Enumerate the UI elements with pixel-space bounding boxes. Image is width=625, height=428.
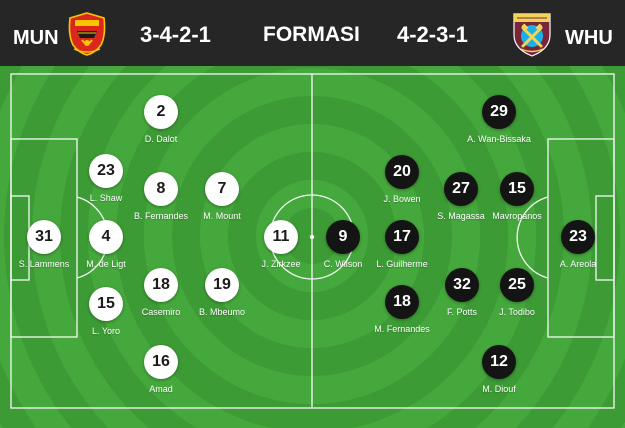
player-number: 20 <box>385 155 419 189</box>
away-player-areola[interactable]: 23 A. Areola <box>533 220 623 270</box>
player-number: 11 <box>264 220 298 254</box>
away-player-wilson[interactable]: 9 C. Wilson <box>298 220 388 270</box>
pitch-lines <box>10 73 615 409</box>
player-name: L. Shaw <box>89 193 123 203</box>
player-name: B. Mbeumo <box>198 307 246 317</box>
player-number: 18 <box>385 285 419 319</box>
formation-title: FORMASI <box>263 23 360 46</box>
player-number: 4 <box>89 220 123 254</box>
player-name: A. Areola <box>559 259 597 269</box>
football-pitch: 2 D. Dalot 23 L. Shaw 8 B. Fernandes 7 M… <box>0 66 625 428</box>
home-player-amad[interactable]: 16 Amad <box>116 345 206 395</box>
home-formation: 3-4-2-1 <box>140 22 211 47</box>
player-number: 29 <box>482 95 516 129</box>
player-name: Mavropanos <box>492 211 542 221</box>
player-number: 31 <box>27 220 61 254</box>
player-number: 18 <box>144 268 178 302</box>
player-name: L. Guilherme <box>376 259 428 269</box>
player-number: 15 <box>500 172 534 206</box>
player-number: 2 <box>144 95 178 129</box>
home-player-shaw[interactable]: 23 L. Shaw <box>61 154 151 204</box>
away-player-mavropanos[interactable]: 15 Mavropanos <box>472 172 562 222</box>
home-player-dalot[interactable]: 2 D. Dalot <box>116 95 206 145</box>
player-name: M. Diouf <box>482 384 516 394</box>
away-player-m-fernandes[interactable]: 18 M. Fernandes <box>357 285 447 335</box>
home-player-de-ligt[interactable]: 4 M. de Ligt <box>61 220 151 270</box>
manchester-united-crest-icon <box>68 12 106 56</box>
player-name: C. Wilson <box>323 259 363 269</box>
player-name: L. Yoro <box>91 326 121 336</box>
west-ham-crest-icon <box>513 13 551 57</box>
home-player-mbeumo[interactable]: 19 B. Mbeumo <box>177 268 267 318</box>
player-name: J. Bowen <box>383 194 421 204</box>
home-player-mount[interactable]: 7 M. Mount <box>177 172 267 222</box>
player-name: M. de Ligt <box>86 259 126 269</box>
away-team-code: WHU <box>565 27 613 49</box>
player-name: M. Mount <box>203 211 241 221</box>
player-name: M. Fernandes <box>374 324 430 334</box>
player-number: 16 <box>144 345 178 379</box>
player-number: 9 <box>326 220 360 254</box>
player-name: A. Wan-Bissaka <box>467 134 531 144</box>
away-player-potts[interactable]: 32 F. Potts <box>417 268 507 318</box>
player-name: S. Magassa <box>437 211 485 221</box>
player-number: 15 <box>89 287 123 321</box>
formation-header: MUN 3-4-2-1 FORMASI 4-2-3-1 WHU <box>0 0 625 66</box>
away-player-diouf[interactable]: 12 M. Diouf <box>454 345 544 395</box>
home-player-yoro[interactable]: 15 L. Yoro <box>61 287 151 337</box>
player-number: 32 <box>445 268 479 302</box>
player-name: D. Dalot <box>144 134 178 144</box>
player-name: B. Fernandes <box>133 211 189 221</box>
player-number: 19 <box>205 268 239 302</box>
player-number: 23 <box>561 220 595 254</box>
player-name: J. Todibo <box>499 307 535 317</box>
player-number: 27 <box>444 172 478 206</box>
home-team-code: MUN <box>13 27 59 49</box>
player-name: Amad <box>149 384 173 394</box>
home-player-casemiro[interactable]: 18 Casemiro <box>116 268 206 318</box>
away-player-bowen[interactable]: 20 J. Bowen <box>357 155 447 205</box>
away-player-guilherme[interactable]: 17 L. Guilherme <box>357 220 447 270</box>
player-number: 25 <box>500 268 534 302</box>
player-name: J. Zirkzee <box>261 259 301 269</box>
away-player-todibo[interactable]: 25 J. Todibo <box>472 268 562 318</box>
home-player-zirkzee[interactable]: 11 J. Zirkzee <box>236 220 326 270</box>
player-number: 17 <box>385 220 419 254</box>
player-number: 7 <box>205 172 239 206</box>
player-name: F. Potts <box>446 307 477 317</box>
player-number: 12 <box>482 345 516 379</box>
away-player-magassa[interactable]: 27 S. Magassa <box>416 172 506 222</box>
home-player-b-fernandes[interactable]: 8 B. Fernandes <box>116 172 206 222</box>
away-player-wan-bissaka[interactable]: 29 A. Wan-Bissaka <box>454 95 544 145</box>
player-number: 8 <box>144 172 178 206</box>
player-number: 23 <box>89 154 123 188</box>
player-name: Casemiro <box>141 307 181 317</box>
home-player-lammens[interactable]: 31 S. Lammens <box>0 220 89 270</box>
player-name: S. Lammens <box>18 259 70 269</box>
away-formation: 4-2-3-1 <box>397 22 468 47</box>
